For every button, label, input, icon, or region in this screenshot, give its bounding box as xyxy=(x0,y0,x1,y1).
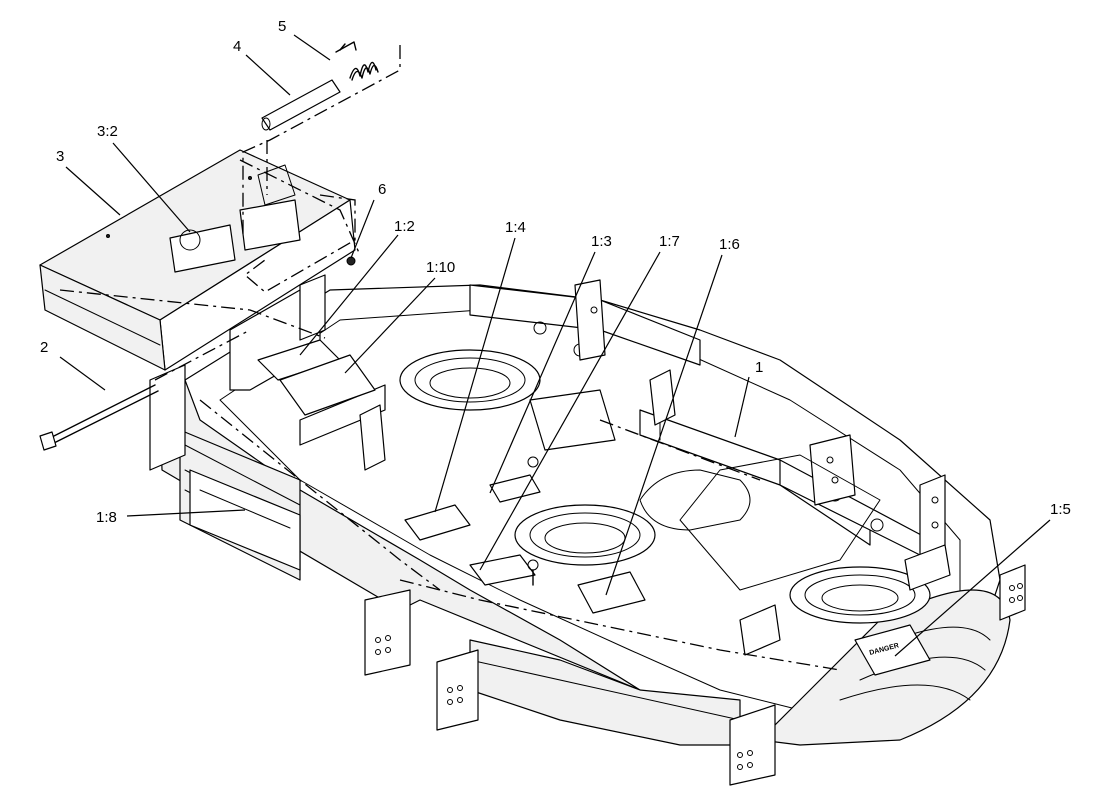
hinge-bolt xyxy=(39,384,159,451)
deck-top-frame-rail xyxy=(469,279,946,591)
spindle-opening-right xyxy=(789,566,931,624)
callout-1-5: 1:5 xyxy=(1050,501,1071,518)
callout-3: 3 xyxy=(56,148,64,165)
deck-bolt-hardware xyxy=(527,456,539,586)
callout-1: 1 xyxy=(755,359,763,376)
callout-4: 4 xyxy=(233,38,241,55)
decal-1-3 xyxy=(489,474,541,503)
decal-1-5-danger: DANGER xyxy=(854,624,931,676)
callout-1-10: 1:10 xyxy=(426,259,455,276)
spindle-opening-center xyxy=(514,504,656,566)
hinge-rod-sleeve xyxy=(261,79,341,131)
shield-hinge-bracket xyxy=(169,164,301,273)
callout-1-7: 1:7 xyxy=(659,233,680,250)
callout-6: 6 xyxy=(378,181,386,198)
deck-shield-mount xyxy=(229,274,616,471)
callout-1-8: 1:8 xyxy=(96,509,117,526)
lock-nut xyxy=(346,256,356,266)
callout-1-2: 1:2 xyxy=(394,218,415,235)
decal-1-8 xyxy=(189,469,301,571)
decal-1-7 xyxy=(469,554,536,586)
callout-3-2: 3:2 xyxy=(97,123,118,140)
callout-2: 2 xyxy=(40,339,48,356)
decal-1-4 xyxy=(404,504,471,541)
decal-1-10 xyxy=(279,354,376,416)
assembly-center-lines xyxy=(59,45,841,671)
deck-mount-brackets xyxy=(149,364,1026,786)
spindle-opening-left xyxy=(399,349,541,411)
callout-leader-lines xyxy=(59,34,1051,657)
callout-1-3: 1:3 xyxy=(591,233,612,250)
callout-1-6: 1:6 xyxy=(719,236,740,253)
callout-1-4: 1:4 xyxy=(505,219,526,236)
torsion-spring xyxy=(335,41,379,81)
callout-5: 5 xyxy=(278,18,286,35)
callout-labels: 3 3:2 4 5 6 1:2 1:10 1:4 1:3 1:7 1:6 1 2… xyxy=(40,18,1071,526)
